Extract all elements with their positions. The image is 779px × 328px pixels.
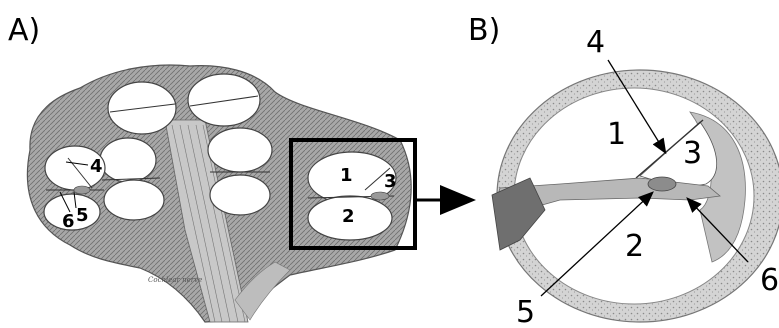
cochlear-nerve-caption: Cochlear nerve — [148, 276, 202, 284]
panel-b-cochlear-duct: 1 3 2 4 5 6 — [492, 25, 779, 328]
label-b-6: 6 — [760, 263, 779, 298]
panel-b-label: B) — [468, 13, 500, 48]
cavity-apex-right — [188, 74, 260, 126]
label-a-3: 3 — [384, 171, 397, 192]
cavity-middle-right-upper — [208, 128, 272, 172]
cavity-middle-left-lower — [104, 180, 164, 220]
panel-a-label: A) — [8, 13, 40, 48]
label-a-1: 1 — [340, 165, 353, 186]
cavity-middle-right-lower — [210, 175, 270, 215]
label-b-4: 4 — [586, 25, 605, 60]
panel-a-cochlea-section: Cochlear nerve — [27, 65, 415, 322]
label-b-5: 5 — [516, 295, 535, 328]
label-a-2: 2 — [342, 206, 355, 227]
organ-of-corti-right — [371, 192, 389, 200]
label-b-2: 2 — [625, 229, 644, 264]
label-b-3: 3 — [683, 136, 702, 171]
label-a-6: 6 — [62, 211, 75, 232]
label-b-1: 1 — [607, 117, 626, 152]
cavity-middle-left-upper — [100, 138, 156, 182]
label-a-5: 5 — [76, 205, 89, 226]
organ-of-corti-left — [74, 186, 90, 194]
label-a-4: 4 — [90, 156, 103, 177]
organ-of-corti — [648, 177, 676, 191]
